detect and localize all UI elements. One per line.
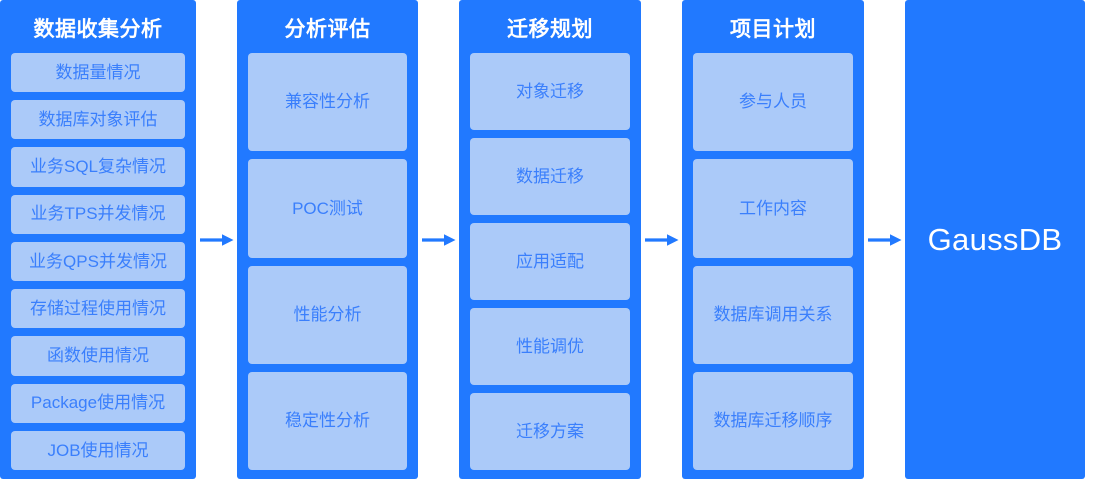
stage-item[interactable]: 应用适配	[470, 223, 630, 300]
arrow-right-icon	[421, 233, 456, 247]
stage-item[interactable]: 稳定性分析	[248, 371, 407, 470]
stage-item[interactable]: 数据库对象评估	[11, 100, 185, 140]
arrow-right-icon	[199, 233, 234, 247]
stage-column-migration-planning: 迁移规划 对象迁移 数据迁移 应用适配 性能调优 迁移方案	[459, 0, 641, 479]
stage-title: 项目计划	[730, 18, 816, 41]
stage-item[interactable]: Package使用情况	[11, 383, 185, 423]
stage-item[interactable]: 兼容性分析	[248, 53, 407, 152]
stage-item[interactable]: 性能分析	[248, 265, 407, 364]
arrow-right-icon	[867, 233, 902, 247]
stage-item[interactable]: POC测试	[248, 159, 407, 258]
stage-item-list: 参与人员 工作内容 数据库调用关系 数据库迁移顺序	[693, 53, 853, 470]
stage-item[interactable]: 迁移方案	[470, 393, 630, 470]
arrow-right-icon	[644, 233, 679, 247]
stage-item[interactable]: 性能调优	[470, 308, 630, 385]
stage-item[interactable]: 业务TPS并发情况	[11, 194, 185, 234]
stage-item[interactable]: 对象迁移	[470, 53, 630, 130]
flow-arrow-2	[418, 0, 459, 479]
stage-item[interactable]: 参与人员	[693, 53, 853, 152]
stage-item[interactable]: 数据量情况	[11, 53, 185, 93]
stage-item-list: 对象迁移 数据迁移 应用适配 性能调优 迁移方案	[470, 53, 630, 470]
stage-item[interactable]: 数据库调用关系	[693, 265, 853, 364]
terminal-node-gaussdb: GaussDB	[905, 0, 1085, 479]
stage-title: 迁移规划	[507, 18, 593, 41]
stage-item[interactable]: 数据库迁移顺序	[693, 371, 853, 470]
stage-title: 数据收集分析	[33, 18, 163, 41]
stage-title: 分析评估	[284, 18, 371, 41]
stage-column-project-plan: 项目计划 参与人员 工作内容 数据库调用关系 数据库迁移顺序	[682, 0, 864, 479]
stage-column-data-collection: 数据收集分析 数据量情况 数据库对象评估 业务SQL复杂情况 业务TPS并发情况…	[0, 0, 196, 479]
stage-column-analysis-evaluation: 分析评估 兼容性分析 POC测试 性能分析 稳定性分析	[237, 0, 418, 479]
stage-item[interactable]: JOB使用情况	[11, 430, 185, 470]
stage-item[interactable]: 数据迁移	[470, 138, 630, 215]
stage-item[interactable]: 业务QPS并发情况	[11, 241, 185, 282]
flow-arrow-1	[196, 0, 237, 479]
stage-item-list: 兼容性分析 POC测试 性能分析 稳定性分析	[248, 53, 407, 470]
stage-item-list: 数据量情况 数据库对象评估 业务SQL复杂情况 业务TPS并发情况 业务QPS并…	[11, 53, 185, 470]
stage-item[interactable]: 业务SQL复杂情况	[11, 147, 185, 187]
flow-arrow-3	[641, 0, 682, 479]
flow-arrow-4	[864, 0, 905, 479]
terminal-label: GaussDB	[927, 221, 1063, 257]
stage-item[interactable]: 存储过程使用情况	[11, 289, 185, 329]
stage-item[interactable]: 工作内容	[693, 159, 853, 258]
stage-item[interactable]: 函数使用情况	[11, 336, 185, 376]
